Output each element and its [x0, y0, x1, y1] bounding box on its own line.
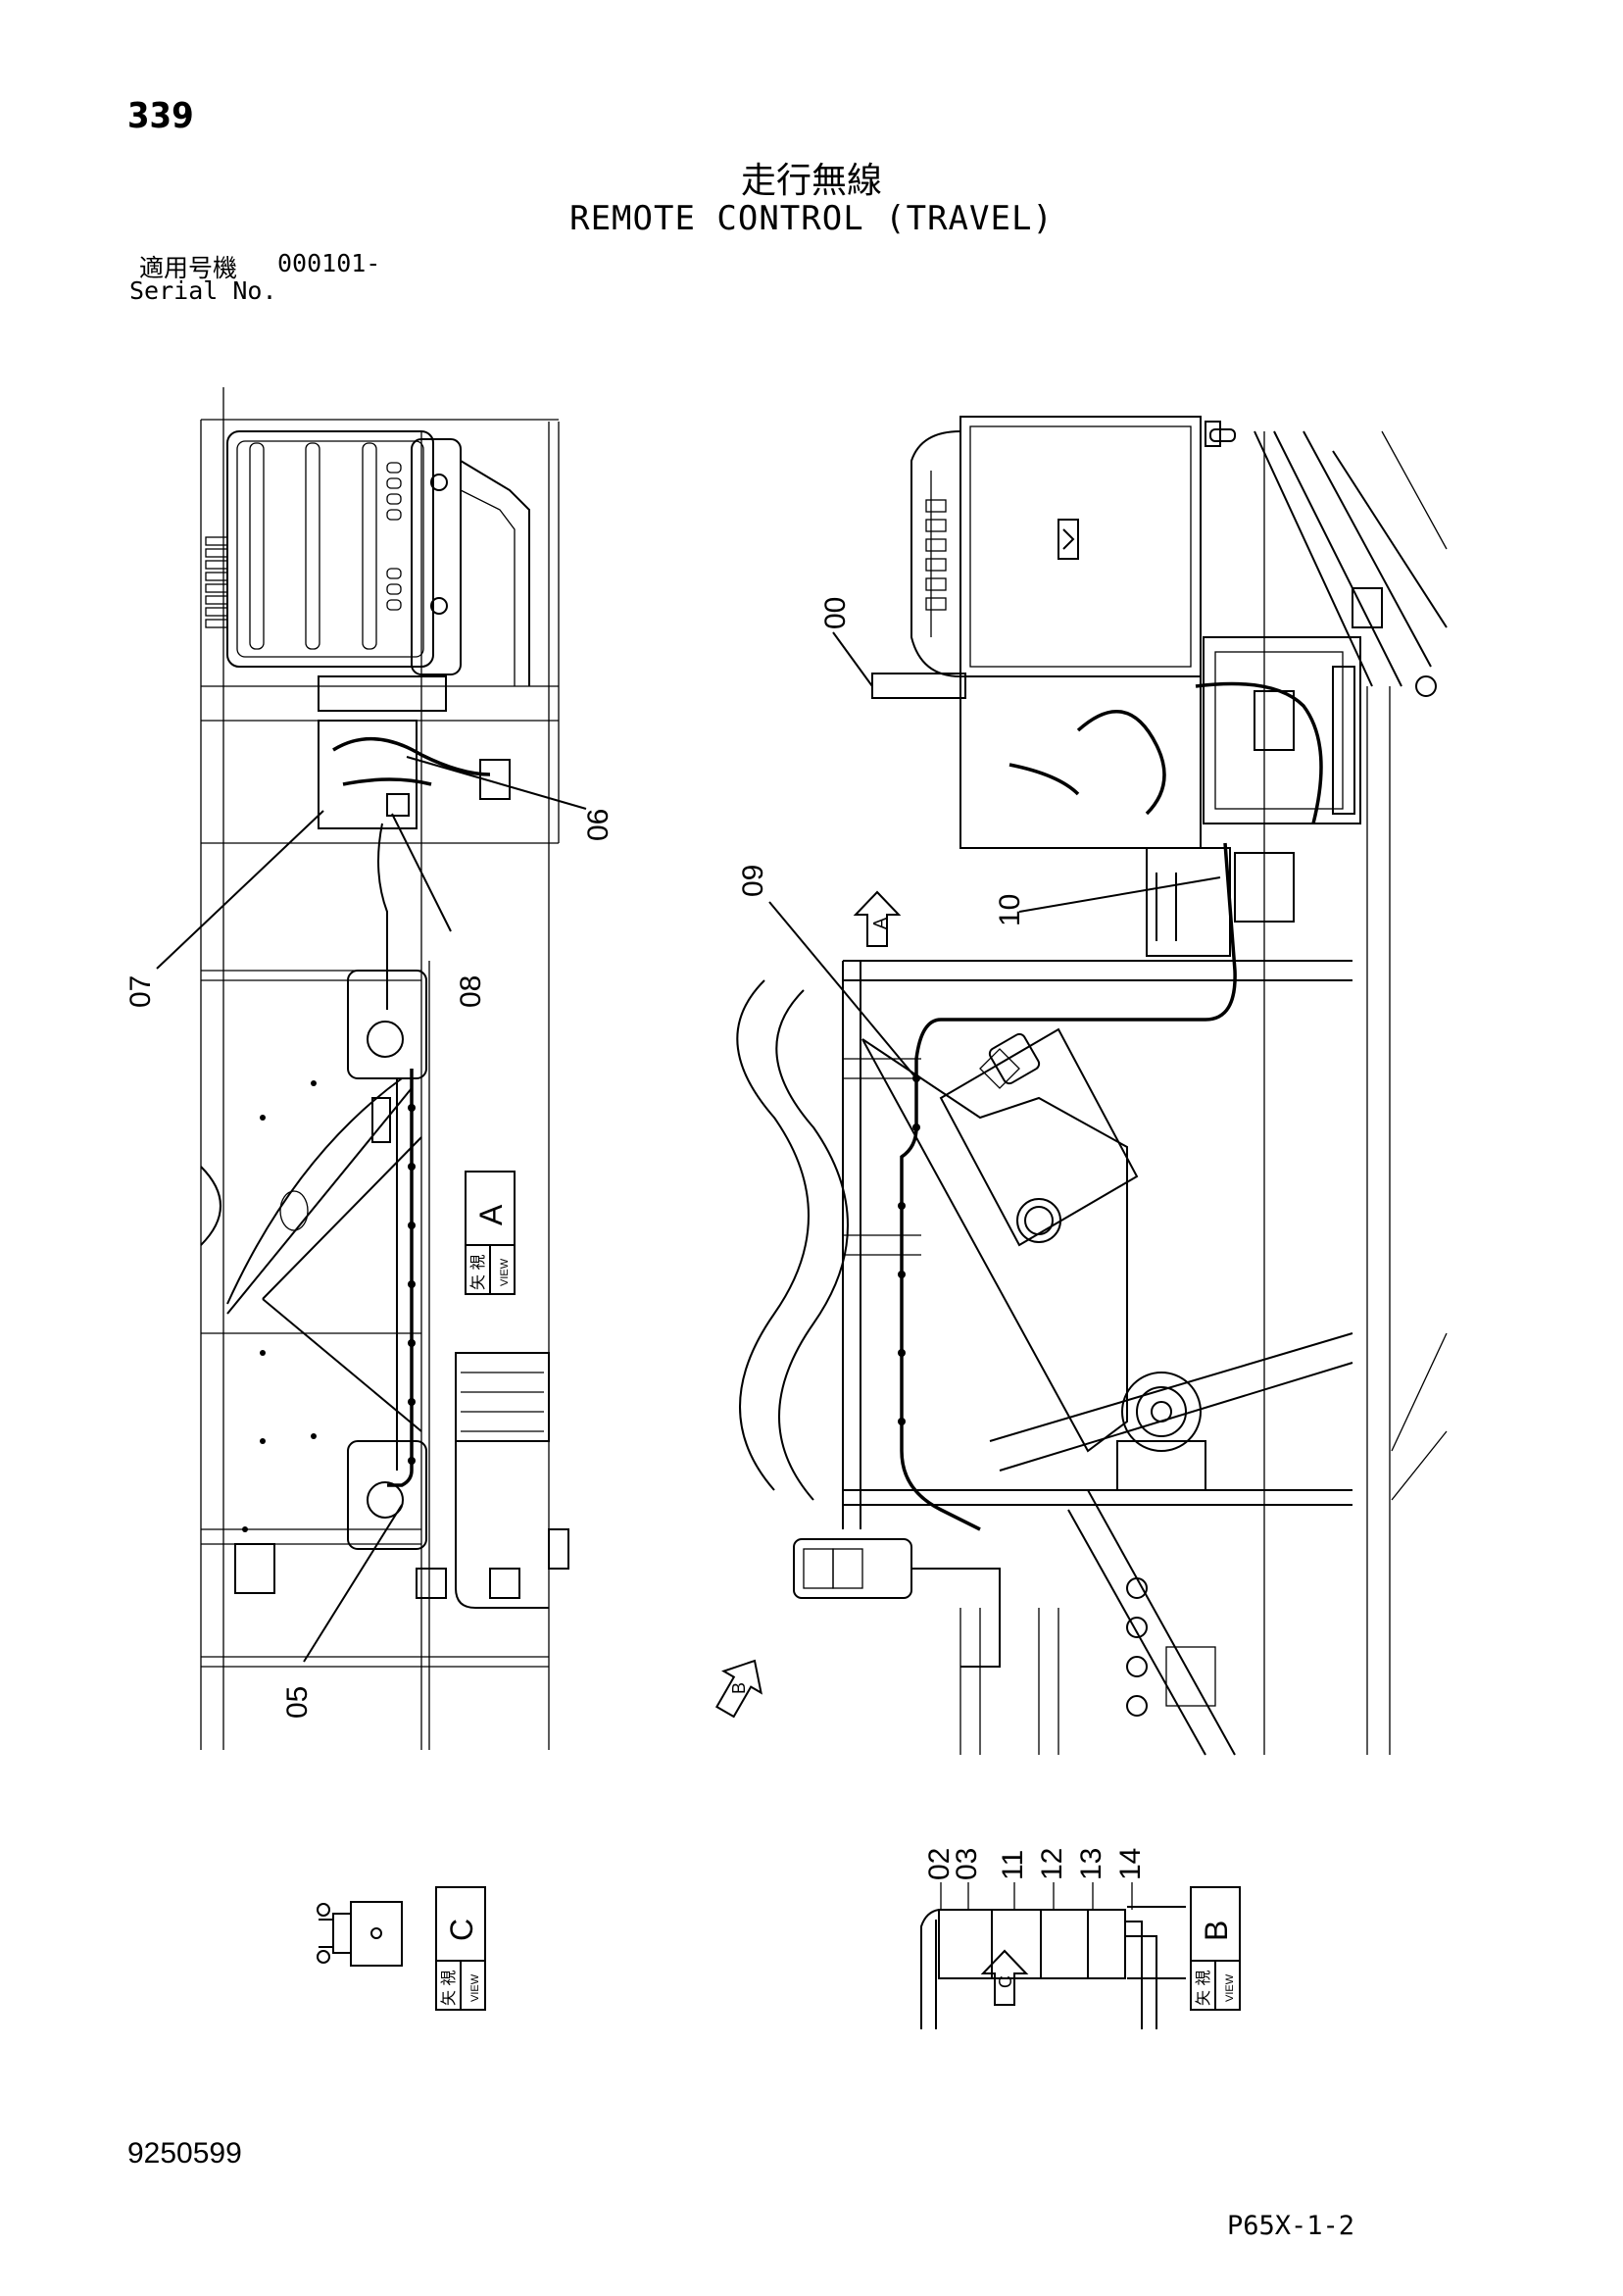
view-a-label: A 矢 視 VIEW	[465, 1171, 516, 1295]
view-c-label: C 矢 視 VIEW	[435, 1886, 486, 2011]
callout-b-03: 03	[951, 1848, 983, 1880]
left-assembly-drawing	[200, 387, 569, 1750]
left-leader-lines	[156, 756, 587, 1663]
page-number: 339	[127, 96, 194, 136]
view-c-kanji: 矢 視	[440, 1971, 458, 2006]
view-a-kanji: 矢 視	[469, 1255, 487, 1290]
page-code: P65X-1-2	[1227, 2211, 1355, 2241]
arrow-a-letter: A	[870, 918, 890, 929]
title-english: REMOTE CONTROL (TRAVEL)	[569, 199, 1054, 238]
view-c-letter: C	[444, 1919, 479, 1941]
title-japanese: 走行無線	[740, 161, 882, 201]
arrow-a-marker: A	[853, 890, 902, 947]
view-c-word: VIEW	[469, 1973, 481, 2002]
part-number: 9250599	[127, 2137, 242, 2170]
view-a-letter: A	[473, 1204, 509, 1225]
detail-b-drawing	[920, 1906, 1186, 2029]
detail-b-leaders	[940, 1882, 1133, 1910]
serial-label-japanese: 適用号機	[139, 254, 238, 282]
callout-07: 07	[124, 975, 157, 1008]
arrow-c-marker: C	[980, 1949, 1029, 2006]
view-b-word: VIEW	[1224, 1973, 1236, 2002]
detail-c-drawing	[317, 1901, 403, 1967]
callout-b-02: 02	[923, 1848, 956, 1880]
serial-label-english: Serial No.	[129, 276, 277, 305]
callout-b-11: 11	[997, 1850, 1029, 1880]
callout-09: 09	[737, 865, 769, 897]
right-assembly-drawing	[736, 416, 1448, 1756]
callout-10: 10	[994, 894, 1026, 926]
callout-05: 05	[281, 1686, 314, 1719]
arrow-c-letter: C	[996, 1975, 1015, 1988]
callout-00: 00	[819, 597, 852, 629]
callout-b-13: 13	[1075, 1848, 1107, 1880]
callout-06: 06	[582, 809, 615, 841]
view-b-label: B 矢 視 VIEW	[1190, 1886, 1241, 2011]
view-b-letter: B	[1199, 1921, 1234, 1941]
view-b-kanji: 矢 視	[1195, 1971, 1212, 2006]
arrow-b-letter: B	[729, 1682, 749, 1694]
view-a-word: VIEW	[499, 1258, 511, 1286]
right-leader-lines	[768, 631, 1221, 1079]
callout-b-12: 12	[1036, 1848, 1068, 1880]
callout-b-14: 14	[1114, 1848, 1147, 1880]
arrow-b-marker: B	[714, 1659, 762, 1719]
serial-value: 000101-	[277, 249, 381, 277]
callout-08: 08	[455, 975, 487, 1008]
